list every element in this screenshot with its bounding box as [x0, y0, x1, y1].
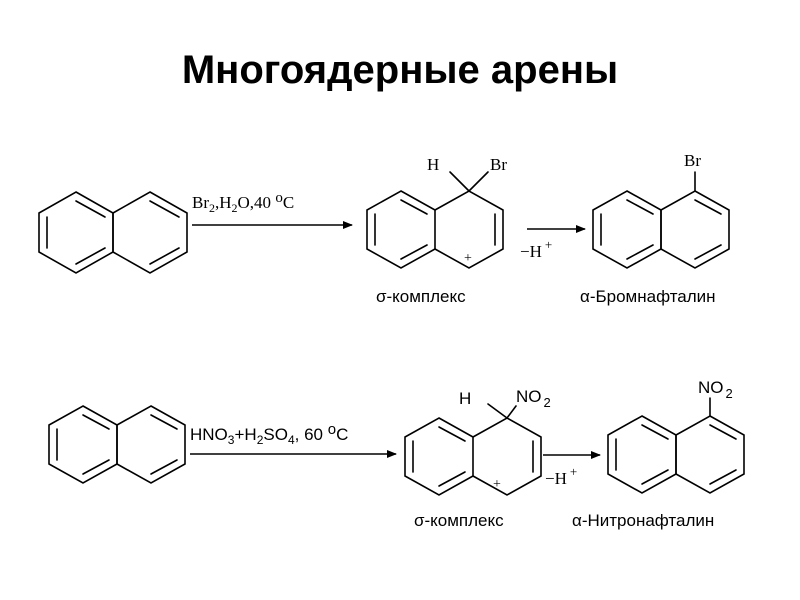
naphthalene-reactant-1	[38, 191, 188, 274]
sigma-complex-1	[366, 171, 504, 269]
sigma-complex-1-bromine: Br	[490, 155, 507, 174]
sigma-complex-2-label: σ-комплекс	[414, 511, 504, 530]
elimination-2: −H+	[545, 464, 577, 488]
nitronaphthalene-product	[607, 397, 745, 494]
reagent-2: HNO3+H2SO4, 60 oC	[190, 421, 348, 447]
reagent-1: Br2,H2O,40 oC	[192, 190, 294, 215]
sigma-complex-1-hydrogen: H	[427, 155, 439, 174]
reaction-1: Br2,H2O,40 oC H Br + −H+	[38, 151, 730, 306]
elimination-1: −H+	[520, 237, 552, 261]
product-1-bromine: Br	[684, 151, 701, 170]
product-2-label: α-Нитронафталин	[572, 511, 714, 530]
slide-title: Многоядерные арены	[181, 48, 619, 92]
naphthalene-reactant-2	[48, 405, 186, 484]
bromonaphthalene-product	[592, 171, 730, 269]
sigma-complex-2-hydrogen: H	[459, 389, 471, 408]
sigma-complex-2-charge: +	[493, 477, 501, 492]
sigma-complex-2	[404, 403, 542, 496]
sigma-complex-1-charge: +	[464, 251, 472, 266]
sigma-complex-1-label: σ-комплекс	[376, 287, 466, 306]
product-1-label: α-Бромнафталин	[580, 287, 716, 306]
